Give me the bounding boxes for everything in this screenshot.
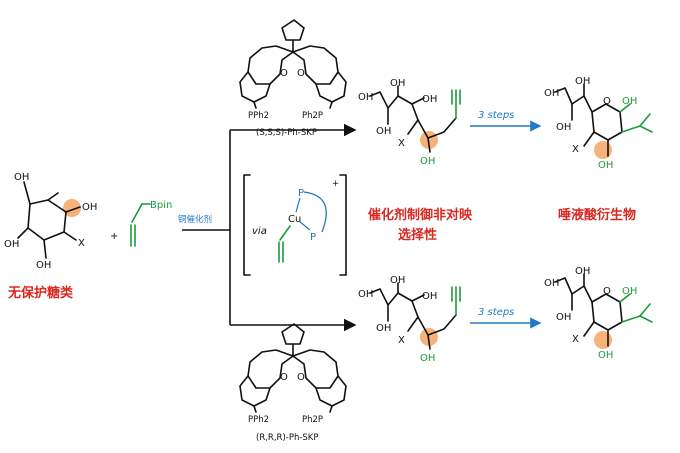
plus-sign: +	[110, 231, 118, 242]
top-ligand-o2: O	[297, 68, 305, 79]
cu-label: Cu	[288, 214, 301, 225]
bottom-int-oh2: OH	[390, 275, 405, 286]
bottom-alkyne-intermediate: OH OH OH OH OH X	[358, 275, 461, 364]
top-ligand-p1: PPh2	[248, 111, 269, 121]
bottom-prod-oh2: OH	[575, 266, 590, 277]
bpin-label: Bpin	[150, 200, 172, 211]
top-alkyne-intermediate: OH OH OH OH OH X	[358, 78, 461, 167]
allenyl-boronate: Bpin	[130, 200, 172, 247]
top-ligand-label: (S,S,S)-Ph-SKP	[256, 128, 317, 138]
bottom-prod-oh3: OH	[556, 312, 571, 323]
bottom-int-oh1: OH	[358, 289, 373, 300]
top-prod-oh5: OH	[598, 160, 613, 171]
top-ligand-o1: O	[280, 68, 288, 79]
bottom-int-oh3: OH	[376, 323, 391, 334]
top-int-oh5: OH	[420, 156, 435, 167]
bottom-ligand-o1: O	[280, 372, 288, 383]
bottom-int-oh5: OH	[420, 353, 435, 364]
copper-intermediate: via Cu P P +	[243, 174, 347, 276]
p-top-label: P	[298, 188, 304, 199]
selectivity-line1: 催化剂制御非对映	[368, 207, 473, 223]
top-int-oh3: OH	[376, 126, 391, 137]
top-prod-x: X	[572, 144, 579, 155]
product-title: 唾液酸衍生物	[558, 207, 636, 223]
top-int-x: X	[398, 138, 405, 149]
top-prod-o: O	[603, 96, 611, 107]
sugar-oh-left: OH	[4, 239, 19, 250]
catalyst-label: 铜催化剂	[178, 214, 212, 225]
bottom-prod-o: O	[603, 286, 611, 297]
bottom-prod-oh1: OH	[544, 278, 559, 289]
top-prod-oh1: OH	[544, 88, 559, 99]
sugar-oh-bottom: OH	[36, 260, 51, 271]
bottom-ligand-p1: PPh2	[248, 415, 269, 425]
bottom-prod-x: X	[572, 334, 579, 345]
bottom-ligand-structure: O O PPh2 Ph2P (R,R,R)-Ph-SKP	[239, 323, 347, 443]
top-steps-label: 3 steps	[478, 110, 514, 121]
bottom-ligand-p2: Ph2P	[302, 415, 323, 425]
bottom-prod-highlight	[594, 331, 612, 349]
top-int-oh4: OH	[422, 94, 437, 105]
bottom-steps-label: 3 steps	[478, 307, 514, 318]
selectivity-line2: 选择性	[398, 227, 437, 243]
bottom-ligand-label: (R,R,R)-Ph-SKP	[256, 433, 319, 443]
charge-label: +	[332, 179, 339, 189]
top-int-oh2: OH	[390, 78, 405, 89]
top-prod-oh4: OH	[622, 96, 637, 107]
p-bottom-label: P	[310, 232, 316, 243]
top-ligand-structure: O O PPh2 Ph2P (S,S,S)-Ph-SKP	[239, 19, 347, 138]
sugar-oh-top: OH	[14, 172, 29, 183]
top-ligand-p2: Ph2P	[302, 111, 323, 121]
sugar-title: 无保护糖类	[7, 285, 74, 301]
top-prod-oh2: OH	[575, 76, 590, 87]
bottom-ligand-o2: O	[297, 372, 305, 383]
bottom-sialic-product: O OH OH OH OH OH X	[544, 266, 653, 361]
bottom-int-oh4: OH	[422, 291, 437, 302]
top-prod-oh3: OH	[556, 122, 571, 133]
top-prod-highlight	[594, 141, 612, 159]
sugar-oh-right: OH	[82, 202, 97, 213]
stereocenter-highlight	[63, 199, 81, 217]
top-int-oh1: OH	[358, 92, 373, 103]
via-label: via	[252, 226, 267, 237]
unprotected-sugar: OH OH OH OH X	[4, 172, 97, 271]
bottom-prod-oh4: OH	[622, 286, 637, 297]
sugar-x: X	[78, 238, 85, 249]
top-sialic-product: O OH OH OH OH OH X	[544, 76, 653, 171]
bottom-prod-oh5: OH	[598, 350, 613, 361]
bottom-int-x: X	[398, 335, 405, 346]
